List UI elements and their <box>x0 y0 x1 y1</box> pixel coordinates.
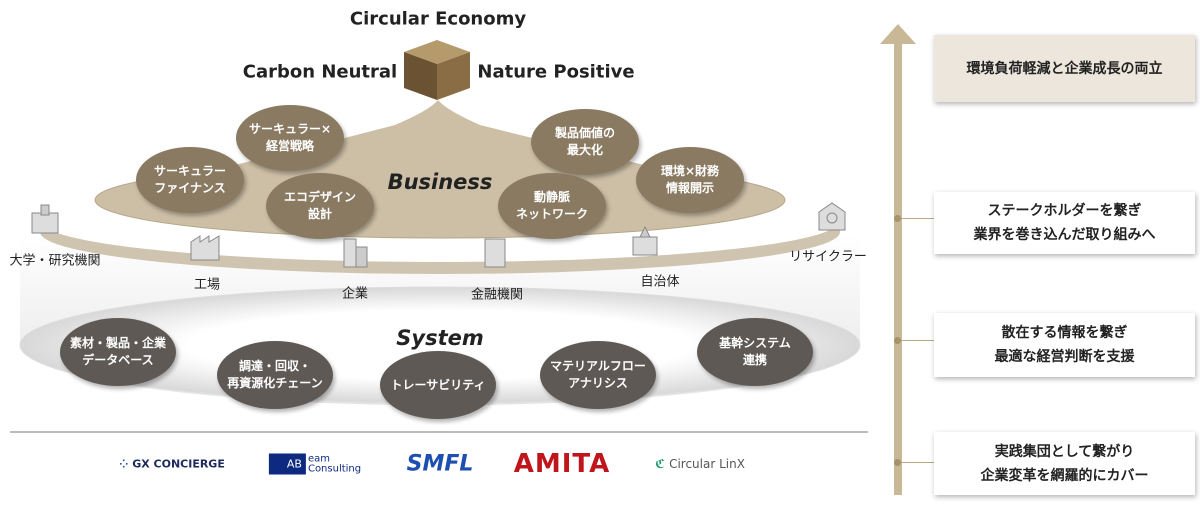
carbon-neutral-label: Carbon Neutral <box>242 61 398 83</box>
bank-icon <box>484 238 506 268</box>
office-building-icon <box>343 238 368 268</box>
progress-arrow-shaft <box>894 40 902 495</box>
system-bubble: マテリアルフロー アナリシス <box>540 341 656 409</box>
business-bubble: サーキュラー× 経営戦略 <box>236 105 344 171</box>
stakeholder-label: 大学・研究機関 <box>9 253 101 269</box>
gx-concierge-logo: ⁘ GX CONCIERGE <box>119 457 225 471</box>
system-bubble: 基幹システム 連携 <box>697 318 813 386</box>
milestone-dot <box>894 215 901 222</box>
stakeholder-label: 工場 <box>193 277 221 293</box>
value-box: 実践集団として繋がり 企業変革を網羅的にカバー <box>934 432 1195 495</box>
business-title: Business <box>387 170 493 194</box>
stakeholder-label: 金融機関 <box>470 287 524 303</box>
recycler-icon <box>818 202 846 231</box>
milestone-dot <box>894 337 901 344</box>
milestone-dot <box>894 459 901 466</box>
circular-economy-label: Circular Economy <box>349 8 527 30</box>
goal-box: 環境負荷軽減と企業成長の両立 <box>934 35 1195 102</box>
business-bubble: 環境×財務 情報開示 <box>636 147 744 213</box>
cube-icon <box>404 40 470 100</box>
system-bubble: 素材・製品・企業 データベース <box>60 318 176 386</box>
stakeholder-label: 自治体 <box>640 274 680 290</box>
business-bubble: 動静脈 ネットワーク <box>498 173 606 239</box>
factory-icon <box>190 235 220 261</box>
stakeholder-label: リサイクラー <box>789 249 867 265</box>
system-bubble: トレーサビリティ <box>380 351 496 419</box>
business-bubble: 製品価値の 最大化 <box>531 109 639 175</box>
business-bubble: エコデザイン 設計 <box>266 173 374 239</box>
stakeholder-label: 企業 <box>341 286 369 302</box>
value-box: 散在する情報を繋ぎ 最適な経営判断を支援 <box>934 313 1195 377</box>
smfl-logo: SMFL <box>406 451 474 477</box>
value-box: ステークホルダーを繋ぎ 業界を巻き込んだ取り組みへ <box>934 192 1195 254</box>
university-icon <box>31 204 59 234</box>
city-hall-icon <box>632 225 658 256</box>
arrow-up-icon <box>880 24 916 44</box>
circular-linx-logo: ℭ Circular LinX <box>655 457 745 471</box>
system-bubble: 調達・回収・ 再資源化チェーン <box>217 341 333 409</box>
business-bubble: サーキュラー ファイナンス <box>136 147 244 213</box>
nature-positive-label: Nature Positive <box>477 61 635 83</box>
amita-logo: AMITA <box>513 449 611 479</box>
system-title: System <box>396 326 484 350</box>
